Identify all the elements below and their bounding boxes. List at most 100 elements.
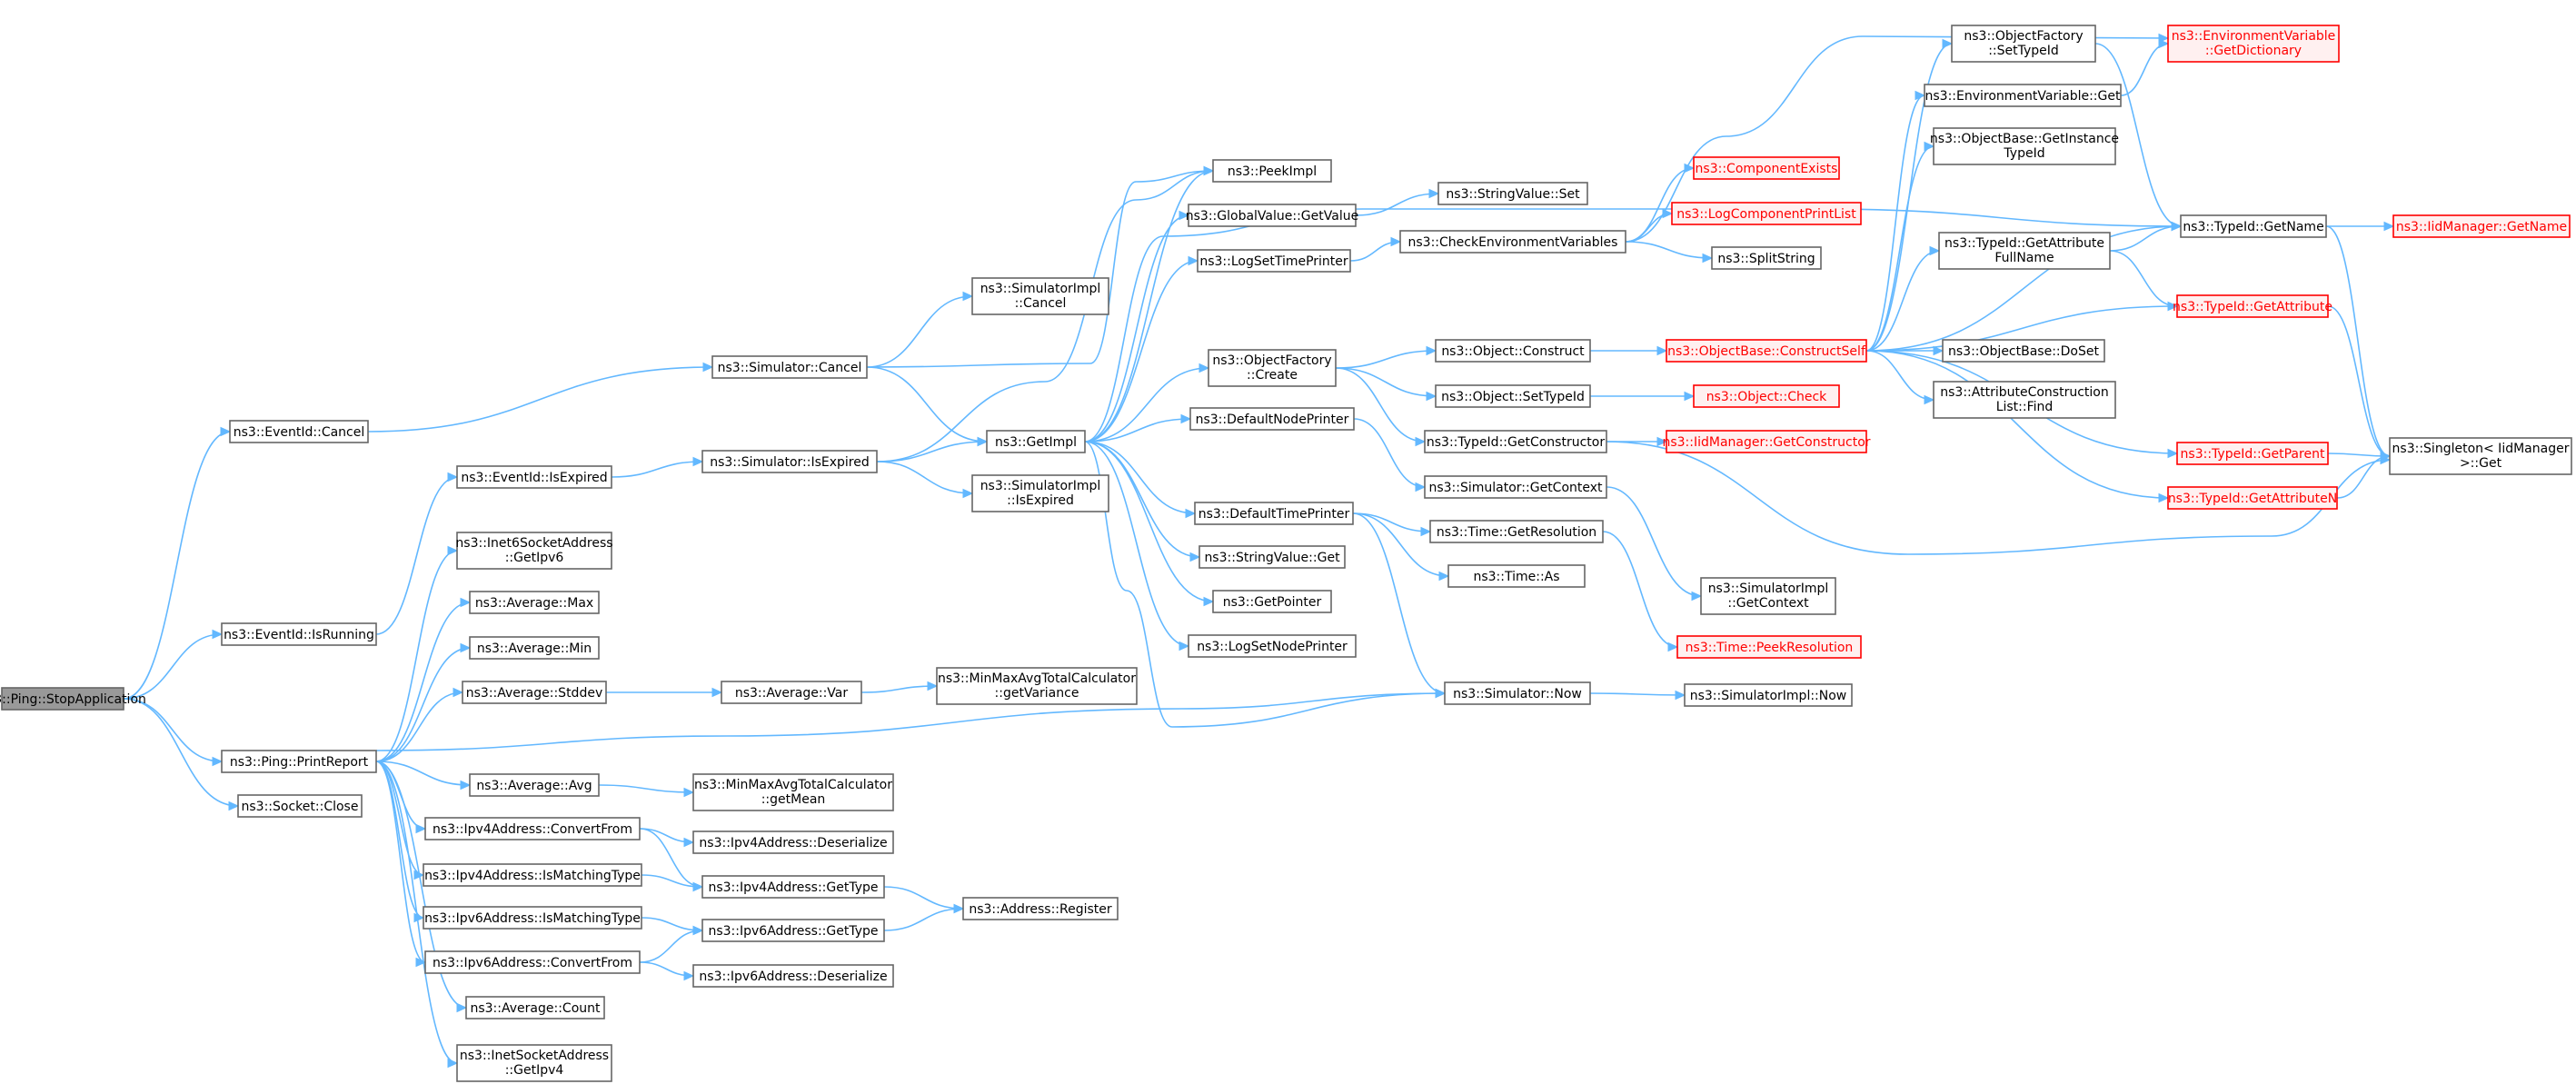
node-objSetTypeId[interactable]: ns3::Object::SetTypeId <box>1435 384 1591 408</box>
node-getMean[interactable]: ns3::MinMaxAvgTotalCalculator::getMean <box>692 773 894 811</box>
edge-arrowhead <box>453 687 464 698</box>
node-svSet[interactable]: ns3::StringValue::Set <box>1437 182 1588 205</box>
node-inet4[interactable]: ns3::InetSocketAddress::GetIpv4 <box>456 1044 612 1082</box>
node-evRunning[interactable]: ns3::EventId::IsRunning <box>221 622 377 646</box>
node-box <box>1933 381 2116 419</box>
node-sockClose[interactable]: ns3::Socket::Close <box>237 794 363 818</box>
node-singletonGet[interactable]: ns3::Singleton< IidManager >::Get <box>2389 437 2572 475</box>
node-simNow[interactable]: ns3::Simulator::Now <box>1444 681 1591 705</box>
edge-arrowhead <box>1428 188 1440 199</box>
node-ipv4GetType[interactable]: ns3::Ipv4Address::GetType <box>701 875 885 899</box>
node-box <box>2176 294 2329 318</box>
node-timeAs[interactable]: ns3::Time::As <box>1447 564 1586 588</box>
node-objFacCreate[interactable]: ns3::ObjectFactory::Create <box>1208 349 1337 387</box>
node-avgCount[interactable]: ns3::Average::Count <box>465 996 605 1019</box>
node-printReport[interactable]: ns3::Ping::PrintReport <box>221 750 377 773</box>
node-obDoSet[interactable]: ns3::ObjectBase::DoSet <box>1942 339 2105 363</box>
edge-arrowhead <box>1438 571 1450 582</box>
node-avgMin[interactable]: ns3::Average::Min <box>469 636 600 660</box>
node-splitString[interactable]: ns3::SplitString <box>1711 246 1822 270</box>
node-stop[interactable]: ns3::Ping::StopApplication <box>0 687 146 711</box>
node-box <box>424 817 641 840</box>
node-ipv4Match[interactable]: ns3::Ipv4Address::IsMatchingType <box>423 863 642 887</box>
node-avgAvg[interactable]: ns3::Average::Avg <box>469 773 600 797</box>
node-peekImpl[interactable]: ns3::PeekImpl <box>1212 159 1332 183</box>
node-constructSelf[interactable]: ns3::ObjectBase::ConstructSelf <box>1666 339 1867 363</box>
node-implNow[interactable]: ns3::SimulatorImpl::Now <box>1684 683 1853 707</box>
node-defNode[interactable]: ns3::DefaultNodePrinter <box>1189 407 1355 431</box>
edge-arrowhead <box>1420 526 1432 537</box>
node-ipv4Conv[interactable]: ns3::Ipv4Address::ConvertFrom <box>424 817 641 840</box>
node-label: ns3::Ipv4Address::ConvertFrom <box>433 822 632 837</box>
node-avgStddev[interactable]: ns3::Average::Stddev <box>462 681 607 704</box>
node-box <box>971 277 1109 315</box>
node-defTime[interactable]: ns3::DefaultTimePrinter <box>1194 502 1354 525</box>
node-checkEnv[interactable]: ns3::CheckEnvironmentVariables <box>1399 230 1626 254</box>
node-iidGetName[interactable]: ns3::IidManager::GetName <box>2392 214 2571 238</box>
node-getVariance[interactable]: ns3::MinMaxAvgTotalCalculator::getVarian… <box>936 667 1138 705</box>
node-implCancel[interactable]: ns3::SimulatorImpl::Cancel <box>971 277 1109 315</box>
node-box <box>971 474 1109 512</box>
call-edge-constructSelf-to-envGet <box>1865 90 1926 352</box>
node-avgVar[interactable]: ns3::Average::Var <box>721 681 862 704</box>
node-ipv6GetType[interactable]: ns3::Ipv6Address::GetType <box>701 919 885 942</box>
node-box <box>1194 502 1354 525</box>
node-label: FullName <box>1994 251 2054 265</box>
node-tidGetCons[interactable]: ns3::TypeId::GetConstructor <box>1424 430 1607 453</box>
node-simGetCtx[interactable]: ns3::Simulator::GetContext <box>1424 475 1607 499</box>
node-getImpl[interactable]: ns3::GetImpl <box>986 430 1086 453</box>
node-ipv6Deser[interactable]: ns3::Ipv6Address::Deserialize <box>692 964 894 988</box>
node-objConstruct[interactable]: ns3::Object::Construct <box>1435 339 1591 363</box>
edge-line <box>1352 512 1449 577</box>
node-logSetTime[interactable]: ns3::LogSetTimePrinter <box>1197 249 1351 273</box>
node-tidGetAttrN[interactable]: ns3::TypeId::GetAttributeN <box>2167 486 2338 510</box>
call-edge-tidGetAttrFull-to-tidGetName <box>2109 221 2183 252</box>
node-evExpired[interactable]: ns3::EventId::IsExpired <box>456 465 612 489</box>
node-tidGetName[interactable]: ns3::TypeId::GetName <box>2180 214 2327 238</box>
node-inet6[interactable]: ns3::Inet6SocketAddress::GetIpv6 <box>455 532 613 570</box>
edge-arrowhead <box>1691 591 1703 602</box>
node-label: ns3::GetPointer <box>1223 595 1322 610</box>
node-label: ns3::EventId::IsRunning <box>224 628 374 642</box>
node-ipv6Match[interactable]: ns3::Ipv6Address::IsMatchingType <box>423 906 642 930</box>
call-edge-printReport-to-avgCount <box>375 761 468 1013</box>
node-getPointer[interactable]: ns3::GetPointer <box>1212 590 1332 613</box>
node-timeGetRes[interactable]: ns3::Time::GetResolution <box>1429 520 1604 543</box>
node-logSetNode[interactable]: ns3::LogSetNodePrinter <box>1188 634 1357 658</box>
node-addrReg[interactable]: ns3::Address::Register <box>962 897 1119 920</box>
node-objCheck[interactable]: ns3::Object::Check <box>1693 384 1840 408</box>
node-box <box>1676 635 1862 659</box>
node-box <box>721 681 862 704</box>
node-iidGetCons[interactable]: ns3::IidManager::GetConstructor <box>1662 430 1871 453</box>
node-timePeekRes[interactable]: ns3::Time::PeekResolution <box>1676 635 1862 659</box>
call-edge-envGet-to-envGetDict <box>2120 38 2170 96</box>
node-evCancel[interactable]: ns3::EventId::Cancel <box>229 420 369 443</box>
node-ipv4Deser[interactable]: ns3::Ipv4Address::Deserialize <box>692 830 894 854</box>
edge-line <box>2327 305 2391 457</box>
node-simIsExpired[interactable]: ns3::Simulator::IsExpired <box>701 450 878 473</box>
node-tidGetAttr[interactable]: ns3::TypeId::GetAttribute <box>2173 294 2332 318</box>
node-envGet[interactable]: ns3::EnvironmentVariable::Get <box>1924 84 2122 107</box>
node-tidGetParent[interactable]: ns3::TypeId::GetParent <box>2176 442 2329 465</box>
node-box <box>1942 339 2105 363</box>
edge-line <box>1335 367 1437 397</box>
node-simCancel[interactable]: ns3::Simulator::Cancel <box>711 355 868 379</box>
node-ofSetTypeId[interactable]: ns3::ObjectFactory::SetTypeId <box>1951 25 2096 63</box>
call-edge-constructSelf-to-obGetInstTid <box>1865 141 1935 352</box>
node-implIsExpired[interactable]: ns3::SimulatorImpl::IsExpired <box>971 474 1109 512</box>
node-avgMax[interactable]: ns3::Average::Max <box>469 591 600 614</box>
node-svGet[interactable]: ns3::StringValue::Get <box>1198 545 1346 569</box>
node-implGetCtx[interactable]: ns3::SimulatorImpl::GetContext <box>1700 577 1836 615</box>
edge-line <box>1865 305 2178 352</box>
node-compExists[interactable]: ns3::ComponentExists <box>1693 156 1840 180</box>
node-box <box>1951 25 2096 63</box>
node-logCompPrint[interactable]: ns3::LogComponentPrintList <box>1671 202 1862 225</box>
edge-arrowhead <box>1684 163 1696 174</box>
node-ipv6Conv[interactable]: ns3::Ipv6Address::ConvertFrom <box>424 950 641 974</box>
node-envGetDict[interactable]: ns3::EnvironmentVariable::GetDictionary <box>2167 25 2340 63</box>
node-gvGet[interactable]: ns3::GlobalValue::GetValue <box>1186 204 1358 227</box>
node-label: ns3::TypeId::GetConstructor <box>1427 435 1605 450</box>
